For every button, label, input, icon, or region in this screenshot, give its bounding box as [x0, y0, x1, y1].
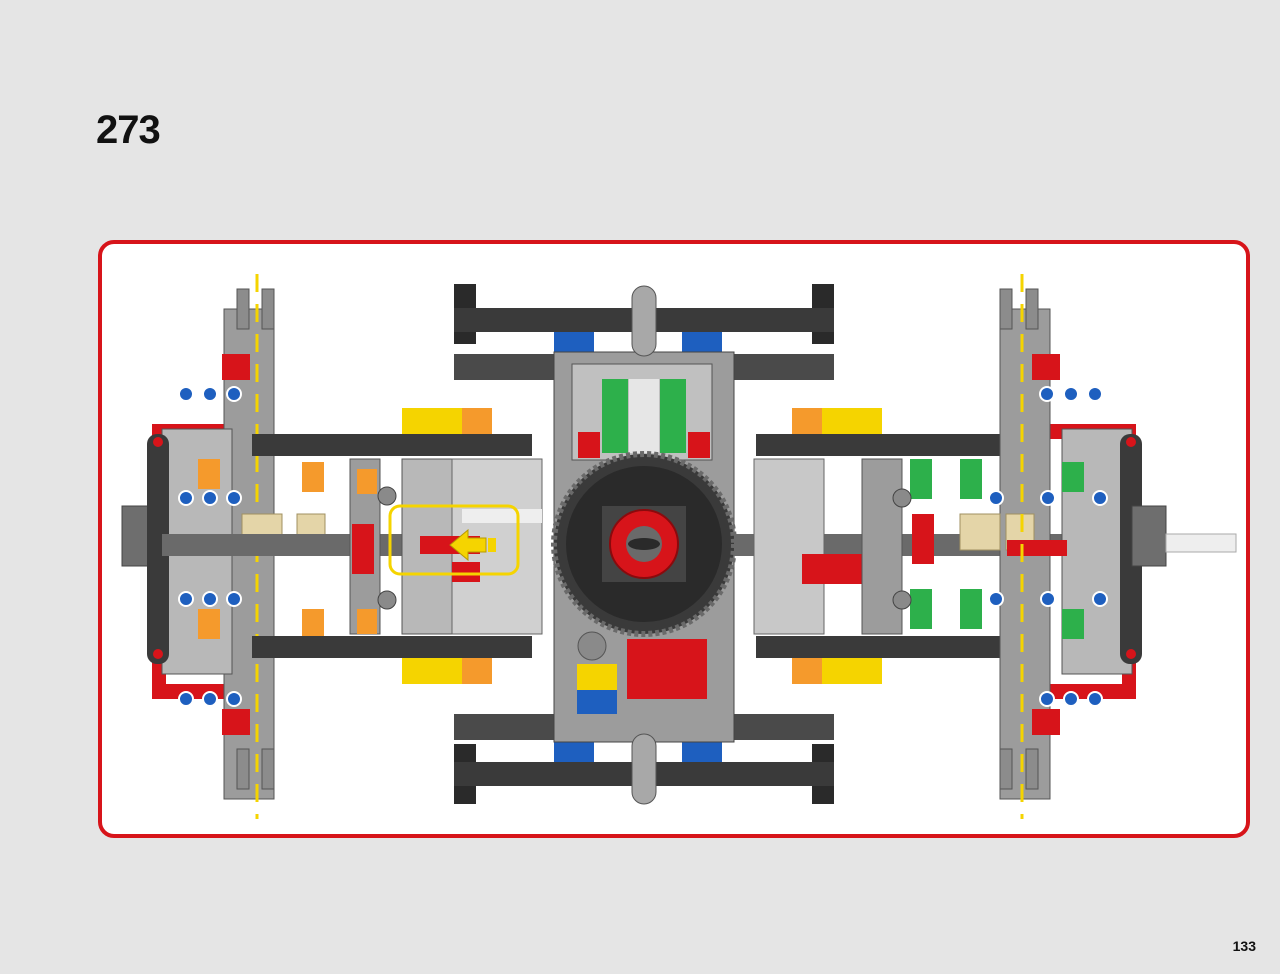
page-number: 133 [1232, 938, 1256, 954]
right-hub-assembly [959, 274, 1237, 819]
chassis-model-illustration [121, 274, 1237, 819]
step-number: 273 [96, 108, 161, 152]
center-frame [402, 284, 882, 805]
highlight-callout-box [388, 504, 520, 576]
right-gearbox [753, 458, 982, 635]
left-gearbox [349, 458, 543, 635]
build-panel [98, 240, 1250, 838]
